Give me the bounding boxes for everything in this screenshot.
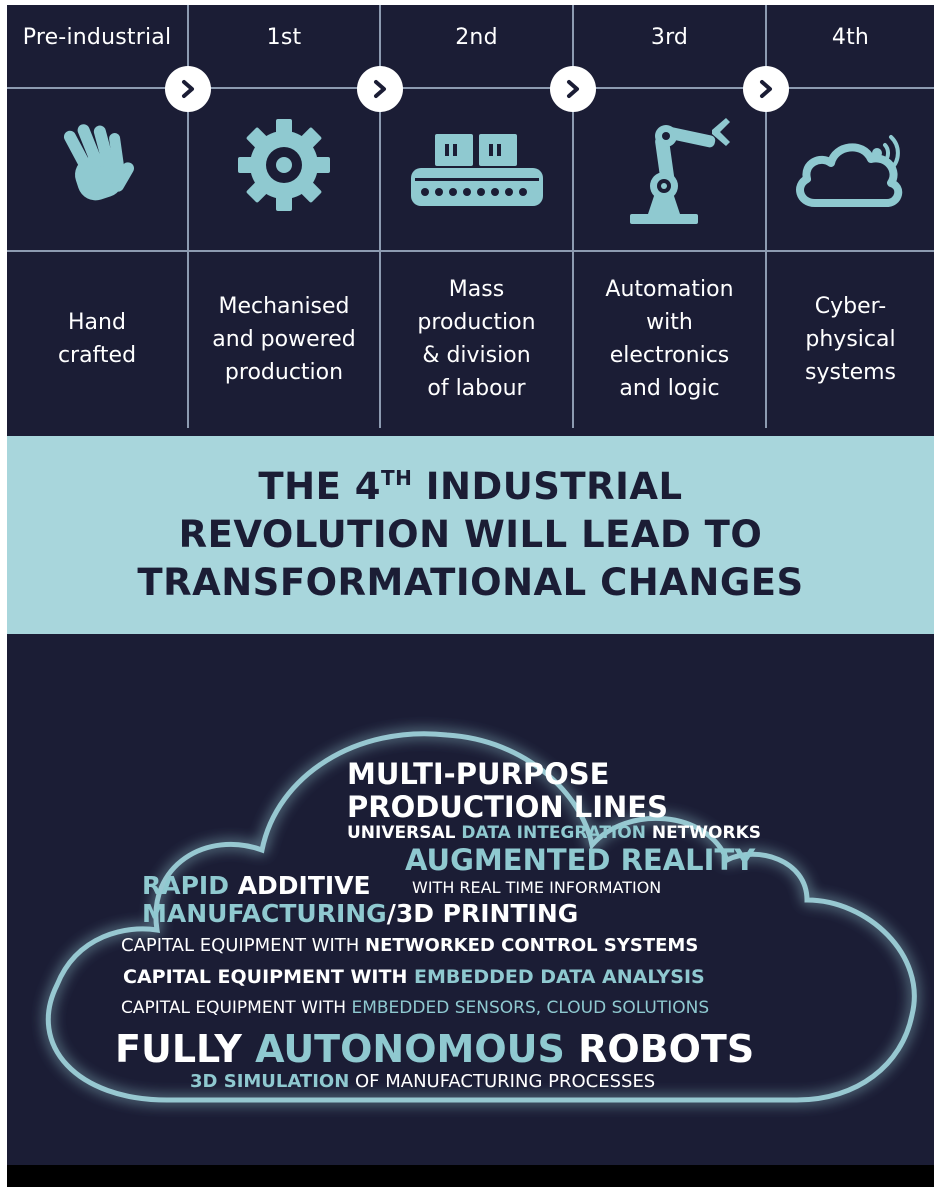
grid-line — [765, 5, 767, 428]
cloud-line: WITH REAL TIME INFORMATION — [412, 878, 661, 897]
headline-text: INDUSTRIAL — [412, 465, 683, 508]
cloud-line: 3D SIMULATION OF MANUFACTURING PROCESSES — [190, 1071, 655, 1092]
headline-text: THE 4 — [258, 465, 381, 508]
headline-line-1: THE 4TH INDUSTRIAL — [258, 463, 682, 511]
cloud-line: MULTI-PURPOSE — [347, 757, 609, 791]
conveyor-belt-icon — [407, 130, 547, 214]
cloud-wifi-icon — [791, 123, 911, 217]
cloud-line: CAPITAL EQUIPMENT WITH EMBEDDED DATA ANA… — [123, 966, 705, 988]
cloud-term-highlight: EMBEDDED DATA ANALYSIS — [413, 966, 705, 988]
cloud-term: CAPITAL EQUIPMENT WITH — [121, 935, 366, 956]
cloud-outline — [45, 731, 917, 1103]
chevron-right-icon — [550, 66, 596, 112]
cloud-term: ROBOTS — [564, 1027, 755, 1071]
grid-line — [187, 5, 189, 428]
headline-superscript: TH — [380, 466, 413, 490]
grid-line — [379, 5, 381, 428]
chevron-right-icon — [357, 66, 403, 112]
era-column-4th: 4th Cyber- physical systems — [767, 5, 934, 428]
cloud-line: RAPID ADDITIVE — [142, 871, 371, 900]
grid-line — [572, 5, 574, 428]
cloud-term: WITH REAL TIME INFORMATION — [412, 878, 662, 897]
robot-arm-icon — [600, 110, 740, 234]
grid-line — [7, 87, 934, 89]
cloud-term: FULLY — [115, 1027, 256, 1071]
cloud-term: UNIVERSAL — [347, 823, 462, 843]
headline-line-3: TRANSFORMATIONAL CHANGES — [137, 561, 804, 604]
gear-icon — [234, 115, 334, 219]
era-description: Hand crafted — [57, 310, 137, 368]
cloud-line: AUGMENTED REALITY — [405, 843, 755, 877]
cloud-line: PRODUCTION LINES — [347, 790, 668, 824]
era-column-3rd: 3rd Automation w — [574, 5, 765, 428]
era-label: Pre-industrial — [22, 25, 172, 50]
era-description: Cyber- physical systems — [805, 293, 896, 385]
era-label: 1st — [266, 25, 302, 50]
cloud-line: CAPITAL EQUIPMENT WITH EMBEDDED SENSORS,… — [121, 998, 709, 1018]
cloud-term: NETWORKS — [645, 823, 761, 843]
era-label: 2nd — [455, 25, 498, 50]
era-label: 3rd — [650, 25, 689, 50]
era-description: Mass production & division of labour — [417, 277, 536, 401]
era-description: Mechanised and powered production — [212, 293, 356, 385]
cloud-term-highlight: AUGMENTED REALITY — [405, 843, 756, 877]
era-column-pre-industrial: Pre-industrial Hand crafted — [7, 5, 187, 428]
era-description: Automation with electronics and logic — [605, 277, 734, 401]
era-column-2nd: 2nd — [381, 5, 572, 428]
cloud-line: CAPITAL EQUIPMENT WITH NETWORKED CONTROL… — [121, 935, 698, 956]
hand-icon — [49, 115, 145, 215]
era-column-1st: 1st — [189, 5, 379, 428]
industrial-timeline: Pre-industrial Hand crafted 1st — [7, 5, 934, 428]
cloud-term: OF MANUFACTURING PROCESSES — [349, 1071, 656, 1092]
cloud-term: PRODUCTION LINES — [347, 790, 668, 824]
headline-line-2: REVOLUTION WILL LEAD TO — [178, 513, 763, 556]
cloud-term: MULTI-PURPOSE — [347, 757, 610, 791]
bottom-bar — [7, 1165, 934, 1187]
cloud-term-highlight: DATA INTEGRATION — [461, 823, 646, 843]
cloud-line: FULLY AUTONOMOUS ROBOTS — [115, 1027, 754, 1071]
headline-banner: THE 4TH INDUSTRIAL REVOLUTION WILL LEAD … — [7, 436, 934, 634]
cloud-term: /3D PRINTING — [386, 899, 579, 928]
word-cloud: MULTI-PURPOSE PRODUCTION LINES UNIVERSAL… — [7, 5, 934, 1187]
cloud-term: NETWORKED CONTROL SYSTEMS — [365, 935, 699, 956]
grid-line — [7, 250, 934, 252]
cloud-term-highlight: EMBEDDED SENSORS, CLOUD SOLUTIONS — [351, 998, 710, 1018]
cloud-term-highlight: 3D SIMULATION — [190, 1071, 350, 1092]
cloud-term: CAPITAL EQUIPMENT WITH — [121, 998, 352, 1018]
chevron-right-icon — [743, 66, 789, 112]
cloud-line: MANUFACTURING/3D PRINTING — [142, 899, 578, 928]
cloud-term-highlight: MANUFACTURING — [142, 899, 387, 928]
infographic: Pre-industrial Hand crafted 1st — [7, 5, 934, 1187]
chevron-right-icon — [165, 66, 211, 112]
era-label: 4th — [831, 25, 870, 50]
cloud-term-highlight: AUTONOMOUS — [255, 1027, 565, 1071]
cloud-term-highlight: RAPID — [142, 871, 229, 900]
cloud-term: CAPITAL EQUIPMENT WITH — [123, 966, 414, 988]
cloud-line: UNIVERSAL DATA INTEGRATION NETWORKS — [347, 823, 761, 843]
cloud-term: ADDITIVE — [228, 871, 371, 900]
